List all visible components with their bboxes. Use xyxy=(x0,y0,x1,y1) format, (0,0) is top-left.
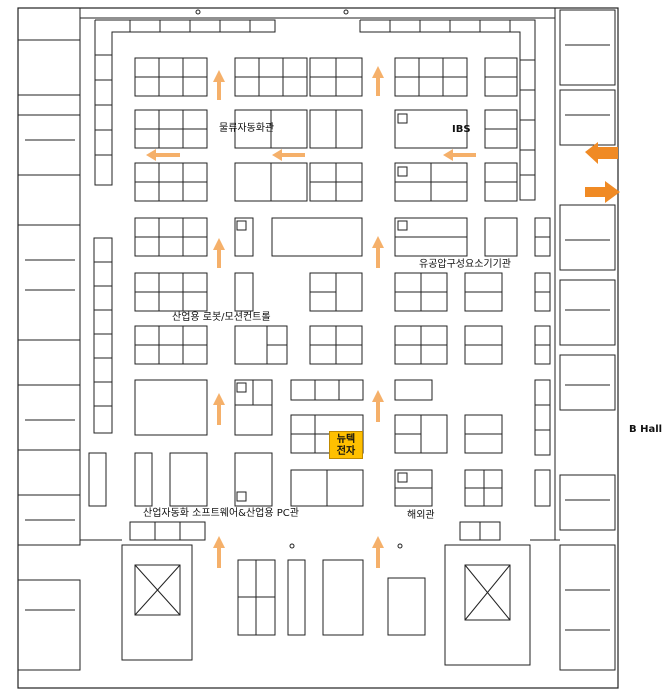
left-service-block-5 xyxy=(17,494,81,546)
booth-strip-left xyxy=(93,237,113,434)
booth-strip-top-right xyxy=(359,19,536,201)
left-service-block-2 xyxy=(17,114,81,176)
right-service-block-4 xyxy=(559,279,616,346)
left-service-block-4 xyxy=(17,384,81,451)
flow-arrows xyxy=(146,66,476,568)
right-service-block-6 xyxy=(559,474,616,531)
right-service-block-2 xyxy=(559,89,616,146)
booth-strip-top-left xyxy=(94,19,276,186)
label-b-hall: B Hall xyxy=(629,424,663,435)
left-service-block-6 xyxy=(17,579,81,671)
label-software-hall: 산업자동화 소프트웨어&산업용 PC관 xyxy=(143,508,299,519)
right-service-block-1 xyxy=(559,9,616,86)
entrance-block-right xyxy=(444,544,531,666)
right-service-block-5 xyxy=(559,354,616,411)
highlighted-booth: 뉴텍 전자 xyxy=(329,431,363,459)
label-robot-hall: 산업용 로봇/모션컨트롤 xyxy=(172,312,271,323)
left-service-block-1 xyxy=(17,39,81,96)
highlighted-booth-line1: 뉴텍 xyxy=(336,434,356,445)
label-ibs: IBS xyxy=(452,124,471,135)
highlighted-booth-line2: 전자 xyxy=(336,446,356,457)
entrance-block-left xyxy=(121,544,193,661)
entrance-arrows xyxy=(585,142,620,203)
right-service-block-7 xyxy=(559,544,616,671)
label-overseas-hall: 해외관 xyxy=(407,510,435,521)
label-hydraulic-hall: 유공압구성요소기기관 xyxy=(419,259,511,270)
right-service-block-3 xyxy=(559,204,616,271)
label-logistics-hall: 물류자동화관 xyxy=(219,123,275,134)
left-service-block-3 xyxy=(17,224,81,341)
hall-outline xyxy=(17,7,619,689)
